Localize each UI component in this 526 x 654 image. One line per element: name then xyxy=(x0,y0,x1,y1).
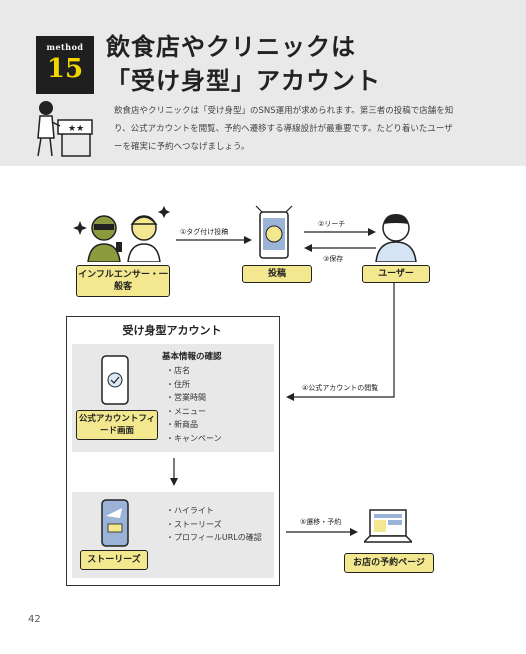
method-number: 15 xyxy=(46,54,84,84)
list-item: ・キャンペーン xyxy=(166,433,222,443)
method-badge: method 15 xyxy=(36,36,94,94)
list-item: ・新商品 xyxy=(166,420,198,429)
arrow-5-label: ⑤遷移・予約 xyxy=(300,518,342,526)
arrow-right-icon xyxy=(286,528,358,536)
description: 飲食店やクリニックは「受け身型」のSNS運用が求められます。第三者の投稿で店舗を… xyxy=(114,106,454,152)
laptop-icon xyxy=(364,509,412,543)
arrow-2-label: ②リーチ xyxy=(318,220,346,228)
stories-label: ストーリーズ xyxy=(80,550,148,570)
list-item: ・ストーリーズ xyxy=(166,519,222,529)
title-line-2: 「受け身型」アカウント xyxy=(106,67,381,95)
stories-item-list: ・ハイライト ・ストーリーズ ・プロフィールURLの確認 xyxy=(166,504,262,545)
page-number: 42 xyxy=(28,614,41,625)
stories-phone-icon xyxy=(101,499,129,547)
feed-heading: 基本情報の確認 xyxy=(162,352,222,362)
person-with-sign-icon: ★★ xyxy=(37,101,93,157)
reservation-label: お店の予約ページ xyxy=(344,553,434,573)
arrow-right-icon xyxy=(304,228,376,236)
influencer-people-icon xyxy=(73,206,170,262)
list-item: ・プロフィールURLの確認 xyxy=(166,533,262,542)
user-label: ユーザー xyxy=(362,265,430,283)
svg-text:★★: ★★ xyxy=(68,124,84,134)
feed-label: 公式アカウントフィード画面 xyxy=(76,410,158,440)
arrow-down-left-icon xyxy=(286,283,395,401)
method-word: method xyxy=(46,42,84,52)
arrow-4-label: ④公式アカウントの閲覧 xyxy=(302,384,379,392)
influencer-label: インフルエンサー・一般客 xyxy=(76,265,170,297)
arrow-right-icon xyxy=(176,236,252,244)
list-item: ・メニュー xyxy=(166,406,206,416)
list-item: ・店名 xyxy=(166,366,190,375)
list-item: ・営業時間 xyxy=(166,393,206,402)
title-line-1: 飲食店やクリニックは xyxy=(106,33,356,61)
feed-item-list: ・店名 ・住所 ・営業時間 ・メニュー ・新商品 ・キャンペーン xyxy=(166,364,222,445)
user-person-icon xyxy=(375,214,417,262)
arrow-down-icon xyxy=(170,458,178,486)
page-title: 飲食店やクリニックは 「受け身型」アカウント xyxy=(106,30,381,98)
post-phone-icon xyxy=(255,205,293,259)
arrow-left-icon xyxy=(304,244,376,252)
list-item: ・住所 xyxy=(166,379,190,389)
smartphone-check-icon xyxy=(101,355,129,405)
arrow-1-label: ①タグ付け投稿 xyxy=(180,228,229,236)
account-title: 受け身型アカウント xyxy=(122,324,222,337)
post-label: 投稿 xyxy=(242,265,312,283)
list-item: ・ハイライト xyxy=(166,506,214,515)
arrow-3-label: ③保存 xyxy=(323,255,344,263)
